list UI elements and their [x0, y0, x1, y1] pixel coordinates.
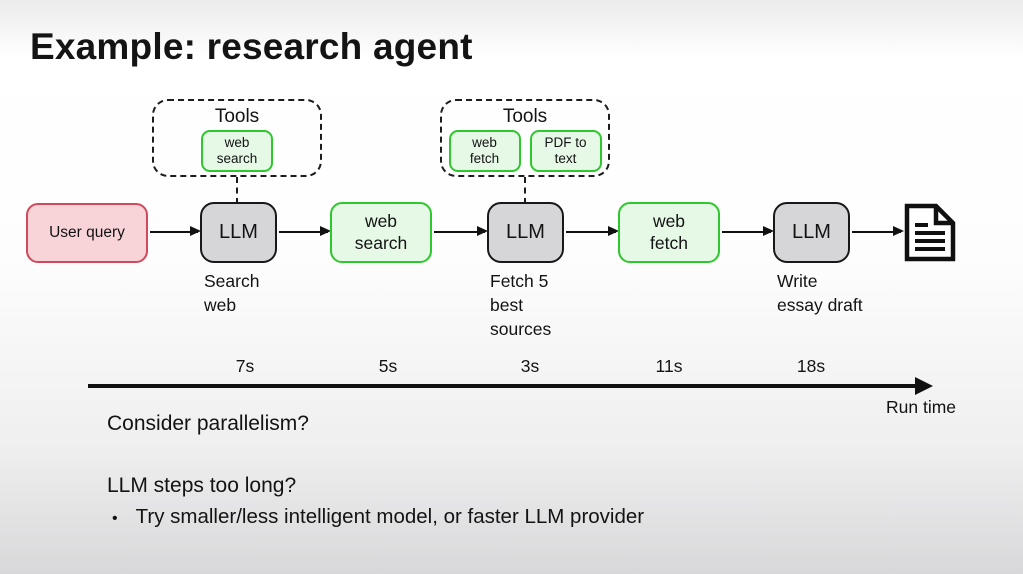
flow-arrow-icon: [566, 226, 619, 236]
bullet-dot: •: [112, 510, 118, 527]
tool-node-label: web search: [354, 211, 408, 253]
runtime-axis-label: Run time: [886, 397, 957, 417]
flow-arrow-icon: [852, 226, 904, 236]
tool-node-label: web fetch: [650, 211, 688, 253]
tool-chip-label: PDF to text: [544, 135, 587, 166]
tool-chip-label: web fetch: [469, 135, 500, 166]
tool-chip-label: web search: [216, 135, 258, 166]
tool-node-web-search: web search: [330, 202, 432, 263]
step-label-write-essay: Write essay draft: [777, 271, 863, 315]
tools-connector-line: [524, 177, 526, 204]
slide-title: Example: research agent: [30, 26, 473, 67]
document-icon: [904, 203, 956, 267]
tools-group-2: Tools web fetch PDF to text: [440, 99, 610, 177]
tool-node-web-fetch: web fetch: [618, 202, 720, 263]
tools-group-label: Tools: [214, 106, 260, 127]
duration-label: 18s: [796, 356, 826, 376]
note-llm-steps-too-long: LLM steps too long?: [107, 474, 297, 497]
duration-label: 7s: [235, 356, 255, 376]
llm-node-1: LLM: [200, 202, 277, 263]
tool-chip-web-fetch: web fetch: [448, 130, 521, 172]
user-query-node: User query: [26, 203, 148, 263]
timeline-axis-arrow: [88, 377, 933, 395]
flow-arrow-icon: [722, 226, 774, 236]
tools-connector-line: [236, 177, 238, 204]
step-label-search-web: Search web: [204, 271, 260, 315]
bullet-text: Try smaller/less intelligent model, or f…: [135, 505, 645, 528]
tools-chip-row: web search: [201, 130, 273, 172]
flow-arrow-icon: [150, 226, 201, 236]
note-consider-parallelism: Consider parallelism?: [107, 412, 309, 435]
flow-arrow-icon: [279, 226, 331, 236]
duration-label: 11s: [655, 356, 683, 376]
tools-group-label: Tools: [502, 106, 548, 127]
tool-chip-pdf-to-text: PDF to text: [529, 130, 602, 172]
duration-label: 3s: [520, 356, 540, 376]
step-label-fetch-sources: Fetch 5 best sources: [490, 271, 552, 339]
tools-chip-row: web fetch PDF to text: [448, 130, 602, 172]
flow-arrow-icon: [434, 226, 488, 236]
tools-group-1: Tools web search: [152, 99, 322, 177]
bullet-item: • Try smaller/less intelligent model, or…: [112, 505, 644, 532]
tool-chip-web-search: web search: [201, 130, 273, 172]
duration-label: 5s: [378, 356, 398, 376]
llm-node-2: LLM: [487, 202, 564, 263]
llm-node-3: LLM: [773, 202, 850, 263]
